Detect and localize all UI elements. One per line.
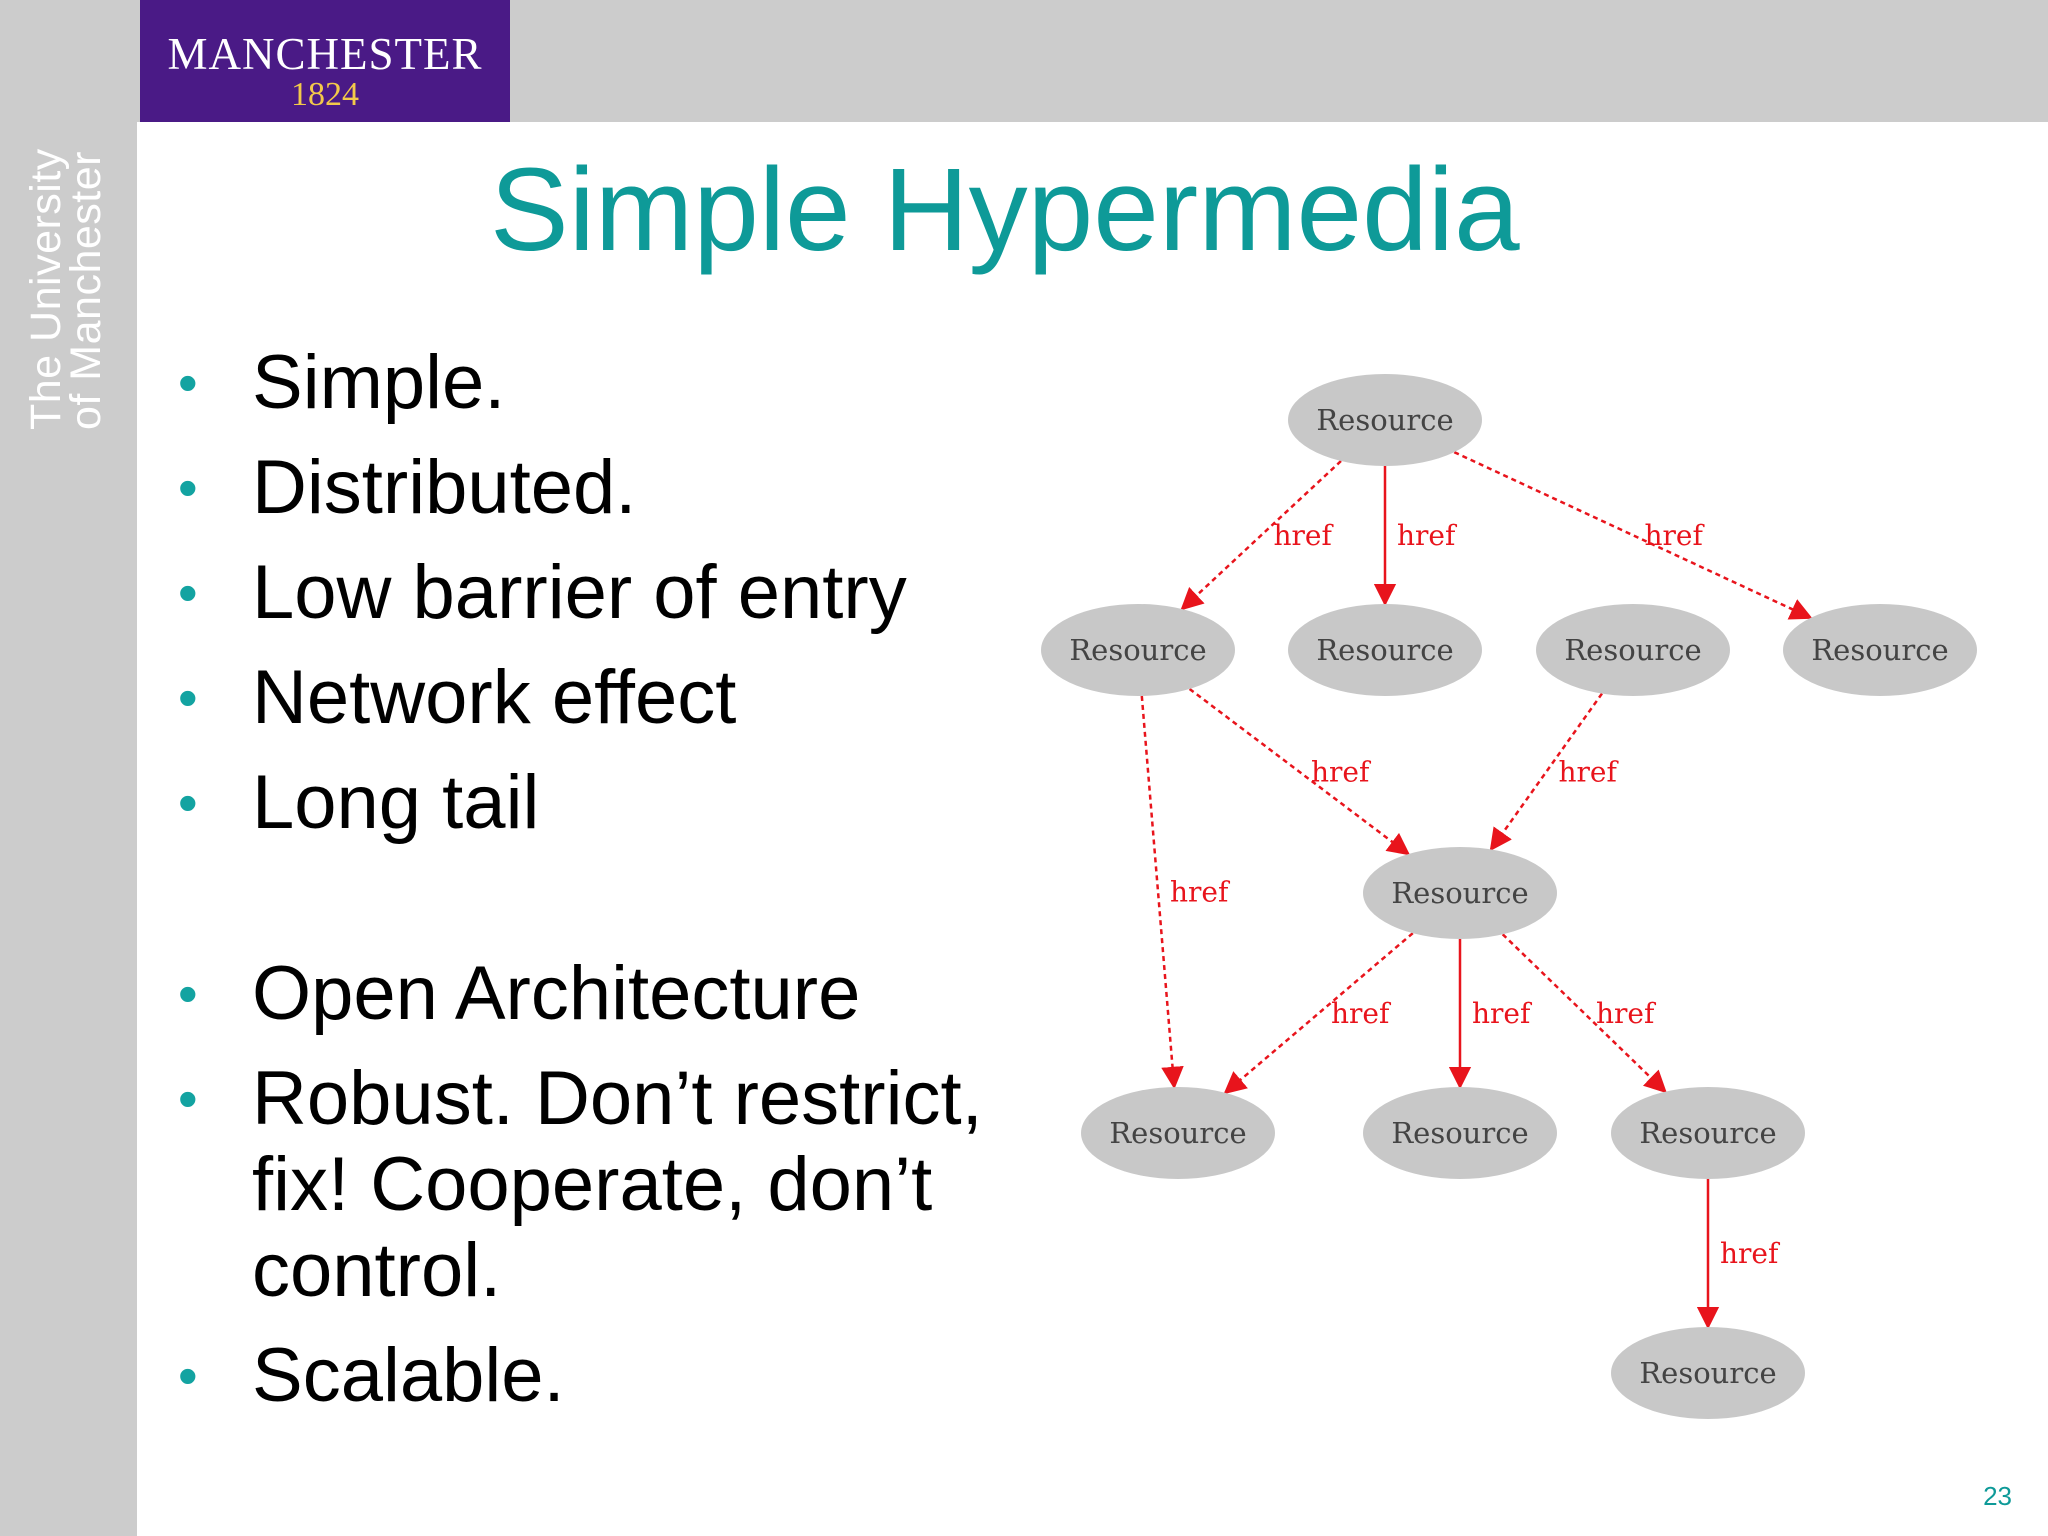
edges-layer: href href href href href href href href href href bbox=[1140, 451, 1813, 1330]
bullet-dot-icon: • bbox=[178, 561, 198, 624]
bullet-dot-icon: • bbox=[178, 771, 198, 834]
sidebar-band: The University of Manchester bbox=[0, 0, 137, 1536]
edge-arrow-5 bbox=[1140, 695, 1184, 1090]
bullet-text: Simple. bbox=[252, 340, 506, 425]
resource-label: Resource bbox=[1316, 403, 1453, 437]
resource-label: Resource bbox=[1639, 1356, 1776, 1390]
bullet-item: • Long tail bbox=[170, 760, 1050, 846]
bullet-text: Long tail bbox=[252, 760, 540, 845]
edge-label-1: href bbox=[1397, 519, 1458, 552]
resource-label: Resource bbox=[1639, 1116, 1776, 1150]
university-wordmark: The University of Manchester bbox=[22, 100, 110, 430]
edge-label-7: href bbox=[1472, 997, 1533, 1030]
bullet-dot-icon: • bbox=[178, 1344, 198, 1407]
bullet-item: • Robust. Don’t restrict, fix! Cooperate,… bbox=[170, 1056, 1050, 1314]
resource-ellipse bbox=[1288, 374, 1482, 466]
resource-label: Resource bbox=[1391, 876, 1528, 910]
bullet-item: • Scalable. bbox=[170, 1333, 1050, 1419]
edge-label-2: href bbox=[1645, 519, 1706, 552]
resource-label: Resource bbox=[1316, 633, 1453, 667]
resource-ellipse bbox=[1041, 604, 1235, 696]
resource-node-n6: Resource bbox=[1081, 1087, 1275, 1179]
bullet-text: Distributed. bbox=[252, 445, 637, 530]
resource-node-n2: Resource bbox=[1288, 604, 1482, 696]
bullet-item: • Simple. bbox=[170, 340, 1050, 426]
logo-year: 1824 bbox=[291, 76, 359, 113]
manchester-logo: MANCHESTER 1824 bbox=[140, 0, 510, 122]
resource-label: Resource bbox=[1391, 1116, 1528, 1150]
resource-node-n7: Resource bbox=[1363, 1087, 1557, 1179]
resource-label: Resource bbox=[1069, 633, 1206, 667]
bullet-item: • Distributed. bbox=[170, 445, 1050, 531]
edge-label-6: href bbox=[1331, 997, 1392, 1030]
bullet-text: Low barrier of entry bbox=[252, 550, 907, 635]
edge-label-8: href bbox=[1596, 997, 1657, 1030]
bullet-item: • Network effect bbox=[170, 655, 1050, 741]
university-line-1: The University bbox=[22, 148, 70, 430]
edge-label-9: href bbox=[1720, 1237, 1781, 1270]
resource-ellipse bbox=[1363, 847, 1557, 939]
resource-ellipse bbox=[1783, 604, 1977, 696]
logo-name: MANCHESTER bbox=[167, 29, 483, 79]
resource-ellipse bbox=[1363, 1087, 1557, 1179]
edge-arrow-8 bbox=[1501, 933, 1667, 1094]
resource-node-n4: Resource bbox=[1783, 604, 1977, 696]
resource-node-n3: Resource bbox=[1536, 604, 1730, 696]
edge-arrow-3 bbox=[1188, 687, 1411, 856]
resource-node-n8: Resource bbox=[1611, 1087, 1805, 1179]
edge-label-5: href bbox=[1170, 876, 1231, 909]
edge-arrow-2 bbox=[1453, 451, 1813, 620]
resource-label: Resource bbox=[1564, 633, 1701, 667]
bullet-dot-icon: • bbox=[178, 1067, 198, 1130]
bullet-dot-icon: • bbox=[178, 962, 198, 1025]
edge-arrow-0 bbox=[1180, 460, 1342, 611]
resource-node-n0: Resource bbox=[1288, 374, 1482, 466]
edge-arrow-4 bbox=[1489, 692, 1603, 852]
bullet-dot-icon: • bbox=[178, 456, 198, 519]
edge-label-0: href bbox=[1274, 519, 1335, 552]
resource-ellipse bbox=[1611, 1327, 1805, 1419]
bullet-text: Network effect bbox=[252, 655, 737, 740]
page-number: 23 bbox=[1983, 1481, 2012, 1511]
resource-label: Resource bbox=[1109, 1116, 1246, 1150]
bullet-text: Robust. Don’t restrict, fix! Cooperate, … bbox=[252, 1056, 983, 1313]
resource-label: Resource bbox=[1811, 633, 1948, 667]
resource-node-n5: Resource bbox=[1363, 847, 1557, 939]
slide-title: Simple Hypermedia bbox=[490, 144, 1520, 276]
bullet-list: • Simple. • Distributed. • Low barrier of e… bbox=[170, 340, 1050, 1438]
bullet-text: Open Architecture bbox=[252, 951, 861, 1036]
university-line-2: of Manchester bbox=[62, 151, 110, 430]
edge-label-3: href bbox=[1311, 756, 1372, 789]
bullet-dot-icon: • bbox=[178, 666, 198, 729]
bullet-dot-icon: • bbox=[178, 351, 198, 414]
resource-ellipse bbox=[1288, 604, 1482, 696]
edge-label-4: href bbox=[1559, 756, 1620, 789]
bullet-item: • Low barrier of entry bbox=[170, 550, 1050, 636]
resource-ellipse bbox=[1081, 1087, 1275, 1179]
resource-ellipse bbox=[1536, 604, 1730, 696]
bullet-text: Scalable. bbox=[252, 1333, 565, 1418]
resource-node-n1: Resource bbox=[1041, 604, 1235, 696]
resource-node-n9: Resource bbox=[1611, 1327, 1805, 1419]
bullet-item: • Open Architecture bbox=[170, 951, 1050, 1037]
resource-ellipse bbox=[1611, 1087, 1805, 1179]
